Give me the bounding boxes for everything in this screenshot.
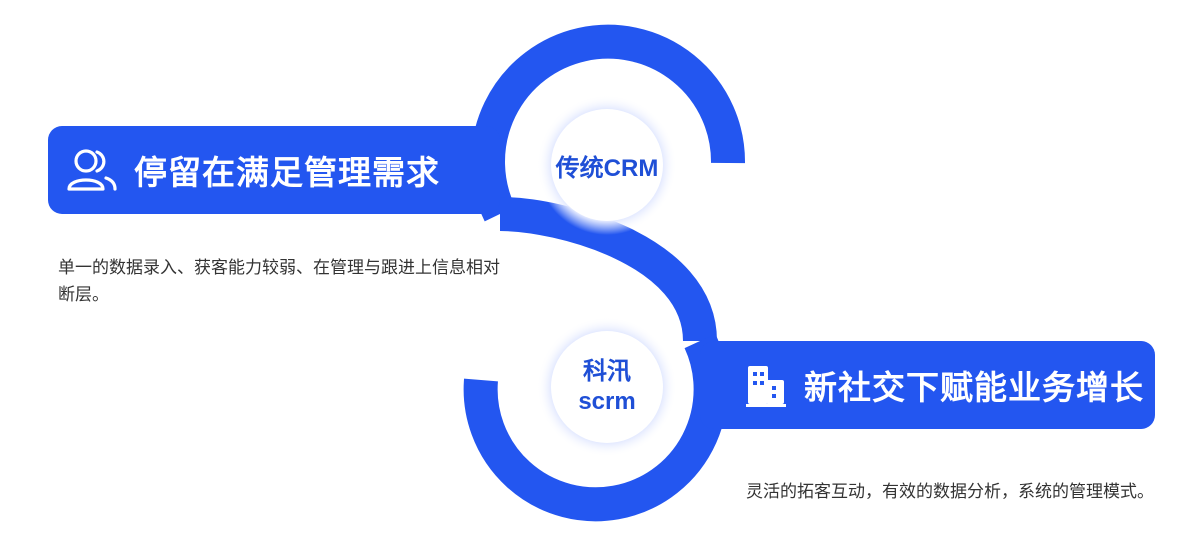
top-circle-text: 传统CRM <box>555 154 659 182</box>
bottom-description: 灵活的拓客互动，有效的数据分析，系统的管理模式。 <box>746 482 1154 501</box>
bottom-circle-label: 科汛 scrm <box>552 332 662 442</box>
top-circle-label: 传统CRM <box>552 110 662 220</box>
bottom-circle-text-line2: scrm <box>578 388 636 415</box>
users-icon <box>66 147 118 193</box>
bottom-circle-text-line1: 科汛 <box>583 358 631 385</box>
top-title-bar: 停留在满足管理需求 <box>48 126 500 214</box>
top-title: 停留在满足管理需求 <box>134 154 440 191</box>
bottom-title: 新社交下赋能业务增长 <box>804 369 1144 406</box>
bottom-circle <box>551 331 663 443</box>
top-description: 单一的数据录入、获客能力较弱、在管理与跟进上信息相对断层。 <box>58 258 500 304</box>
middle-connector <box>499 197 717 343</box>
bottom-title-bar: 新社交下赋能业务增长 <box>700 341 1155 429</box>
building-icon <box>744 362 788 408</box>
top-circle <box>551 109 663 221</box>
